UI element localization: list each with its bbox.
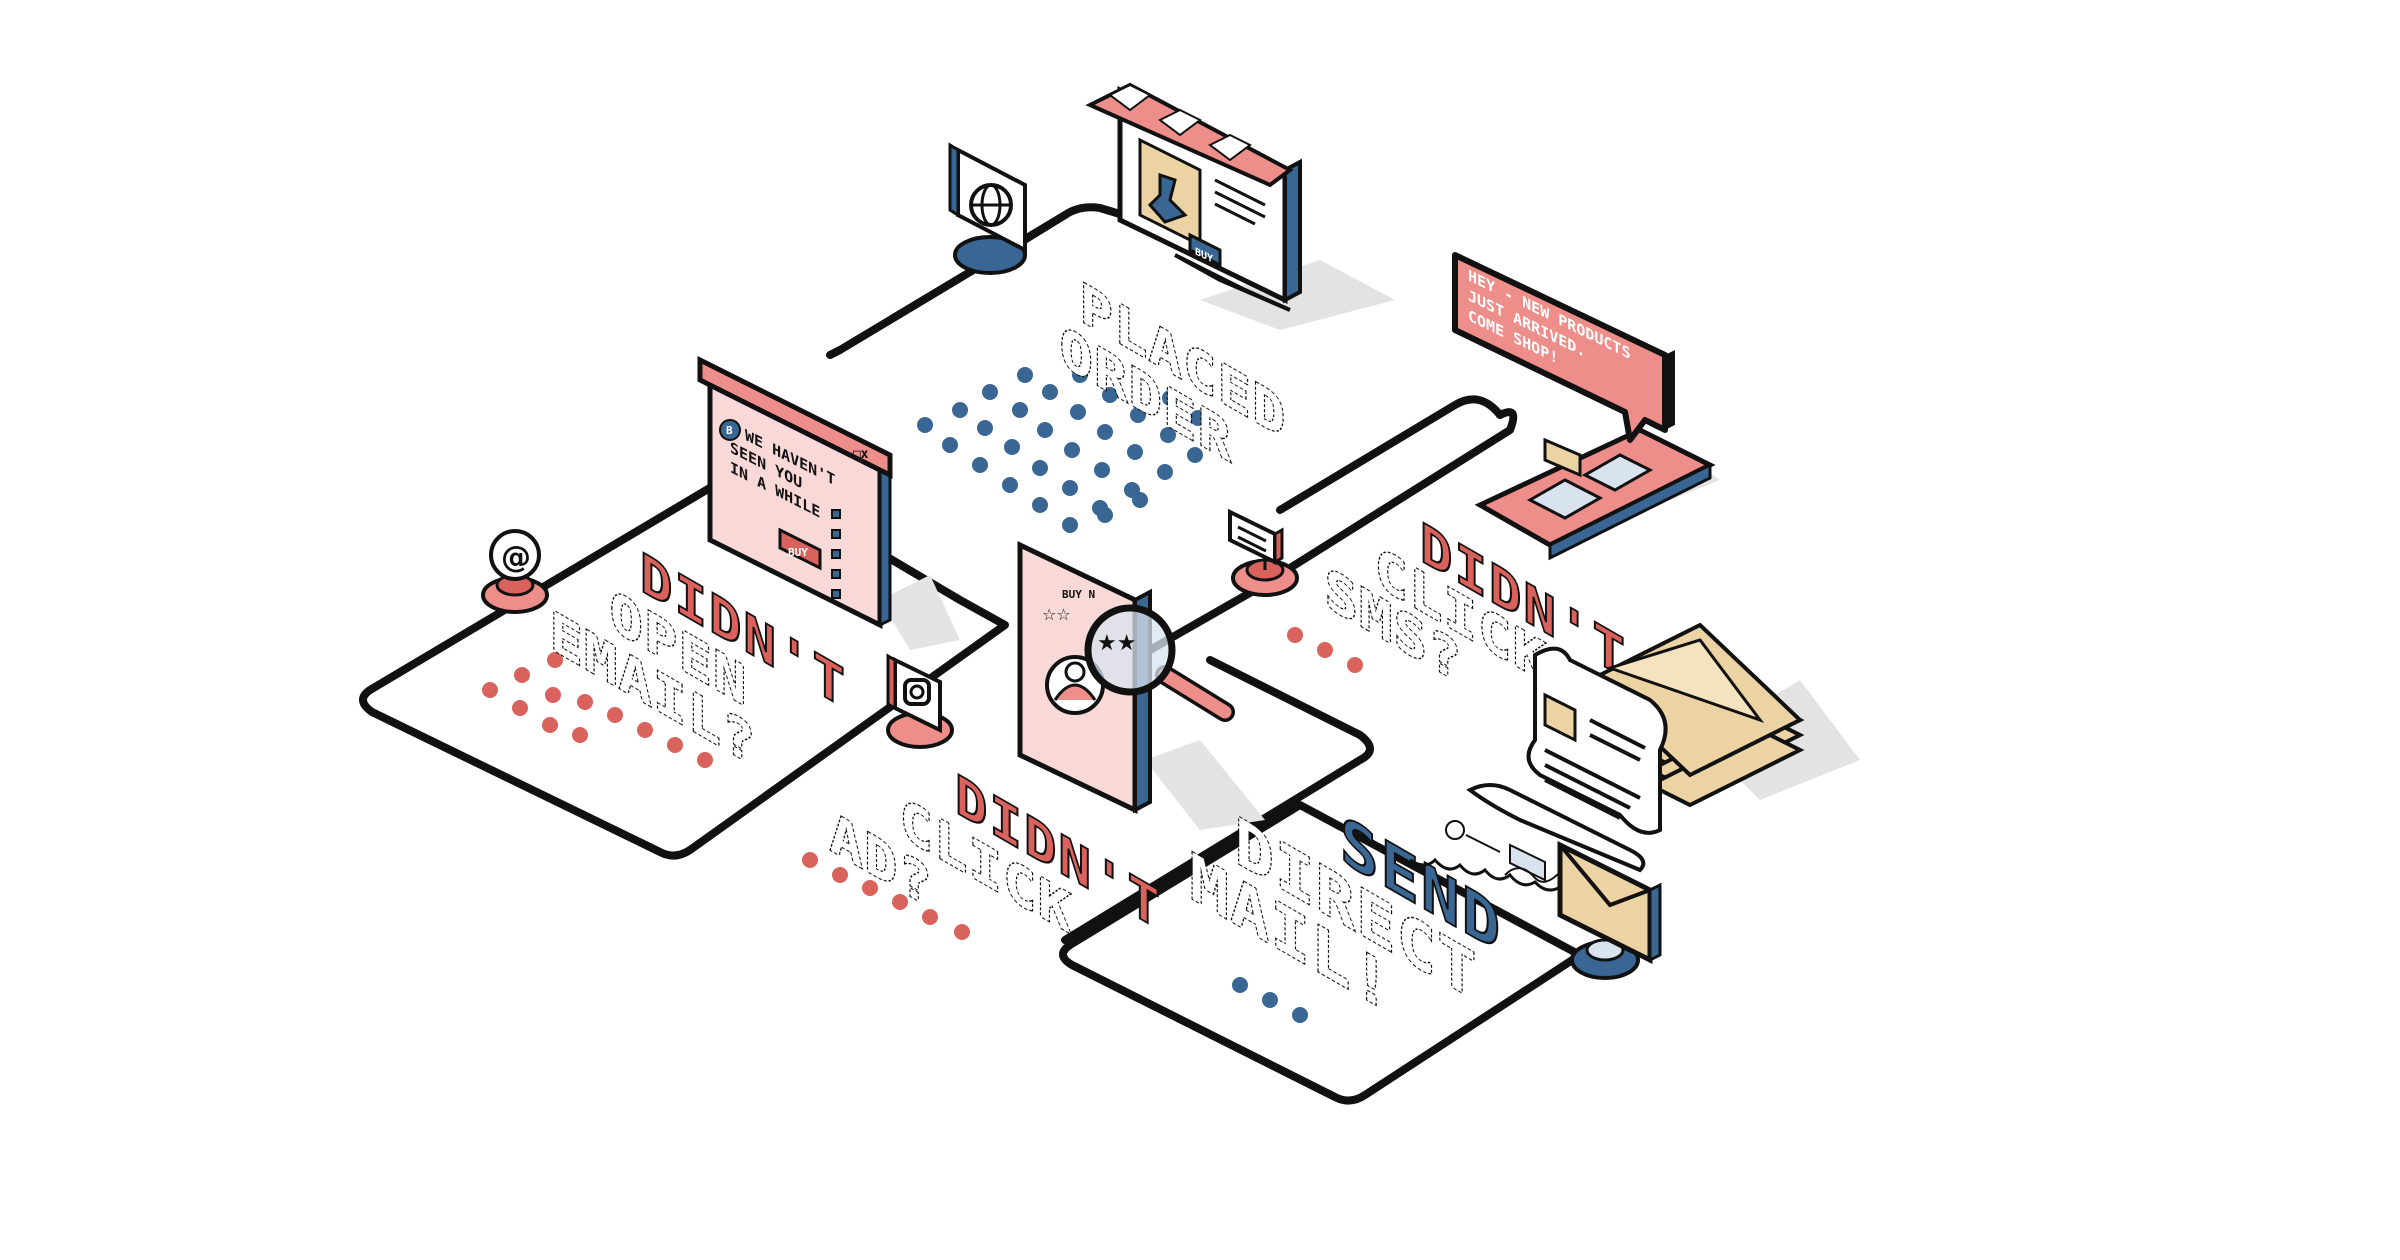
globe-pin	[948, 142, 1027, 275]
avatar	[719, 419, 741, 441]
sms-phone	[1474, 427, 1716, 561]
message-icon	[1228, 508, 1277, 566]
mail-dots	[1232, 977, 1308, 1023]
email-dots	[482, 652, 713, 768]
avatar-letter: B	[726, 424, 733, 437]
magnifier-icon: ★★	[1084, 604, 1235, 722]
email-window-controls[interactable]: –□x	[845, 447, 869, 462]
at-pin: @	[481, 529, 549, 614]
letter-text-lines	[1544, 718, 1646, 820]
letter-wavy-edge	[1409, 857, 1561, 892]
email-buy-button[interactable]: BUY	[778, 527, 822, 571]
message-pin	[1228, 508, 1299, 597]
sms-dots	[1287, 627, 1363, 673]
shop-awning	[1085, 82, 1294, 188]
connector-paths	[826, 203, 1518, 944]
product-text-lines	[1214, 178, 1266, 226]
email-buy-label: BUY	[788, 546, 808, 559]
mail-pin	[1557, 840, 1662, 980]
shop-monitor: BUY	[1085, 82, 1302, 312]
dress-icon	[1147, 172, 1188, 224]
instagram-pin	[886, 653, 954, 749]
ad-dots	[802, 852, 970, 940]
mail-platform	[1059, 801, 1584, 1105]
rating-stars: ☆☆	[1042, 605, 1071, 624]
direct-mail-letter	[1409, 646, 1668, 892]
letter-stamp	[1445, 820, 1561, 883]
instagram-icon	[903, 678, 931, 706]
envelope-icon	[1557, 840, 1662, 965]
svg-text:☆☆: ☆☆	[1042, 605, 1071, 624]
order-dots	[917, 367, 1206, 533]
email-side-list	[831, 509, 841, 599]
email-window: –□x B WE HAVEN'T SEEN YOU IN A WHILE BUY	[697, 355, 893, 630]
globe-icon	[969, 183, 1013, 227]
ad-heading: BUY N	[1062, 588, 1095, 601]
svg-text:★★: ★★	[1097, 631, 1136, 656]
at-sign-icon: @	[501, 540, 531, 575]
envelope-stack	[1586, 622, 1805, 808]
sms-bubble: HEY - NEW PRODUCTS JUST ARRIVED. COME SH…	[1452, 252, 1675, 443]
email-window-titlebar	[697, 355, 893, 480]
ad-phone: BUY N ☆☆ ★★	[1017, 541, 1235, 814]
